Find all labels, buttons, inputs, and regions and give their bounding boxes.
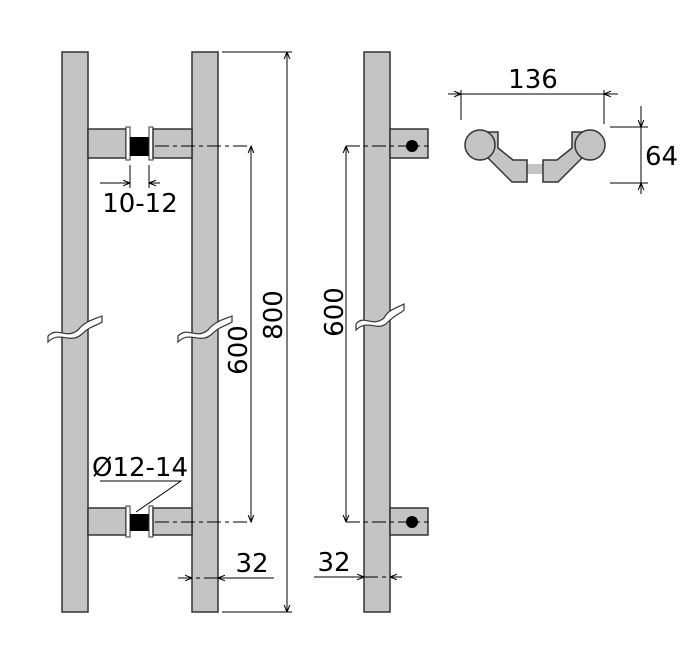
bottom-connector (87, 505, 193, 538)
break-lines (47, 315, 233, 344)
bar-width-front-label: 32 (235, 549, 268, 579)
bar-width-side-label: 32 (317, 548, 350, 578)
gap-label: 10-12 (102, 189, 178, 219)
side-bar (363, 51, 391, 613)
plan-view: 136 64 (448, 65, 678, 194)
side-view: 600 32 (314, 51, 429, 613)
mount-spacing-side-label: 600 (320, 287, 350, 337)
top-connector (87, 126, 193, 161)
plan-depth-label: 64 (645, 142, 678, 172)
mount-spacing-label: 600 (224, 325, 254, 375)
diameter-label: Ø12-14 (92, 453, 188, 483)
total-length-label: 800 (259, 290, 289, 340)
front-view: 10-12 Ø12-14 600 800 32 (47, 51, 292, 613)
plan-width-label: 136 (508, 65, 558, 95)
